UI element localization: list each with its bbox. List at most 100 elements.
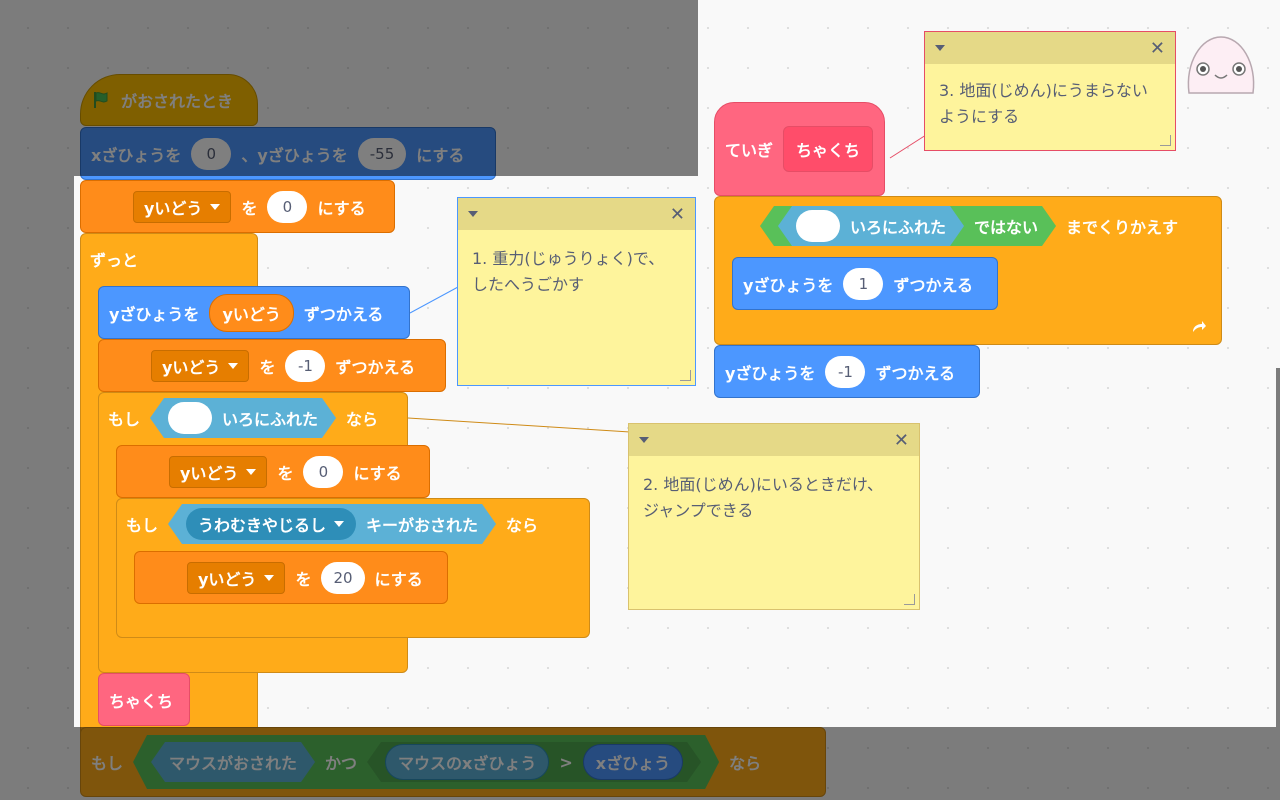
not-operator[interactable]: いろにふれた ではない: [760, 206, 1056, 246]
goto-x-label: xざひょうを: [91, 145, 182, 165]
note-header[interactable]: ✕: [925, 32, 1175, 64]
go-to-xy-block[interactable]: xざひょうを 0 、yざひょうを -55 にする: [80, 127, 496, 180]
collapse-arrow-icon[interactable]: [468, 211, 478, 217]
variable-dropdown[interactable]: yいどう: [187, 561, 286, 594]
if2-header: もし うわむきやじるし キーがおされた なら: [116, 498, 548, 550]
set-value-input[interactable]: 20: [321, 561, 365, 594]
dropdown-arrow-icon: [334, 521, 344, 527]
set-value-input[interactable]: 0: [303, 455, 344, 488]
and-label: かつ: [325, 754, 358, 773]
mouse-down-label: マウスがおされた: [169, 754, 298, 773]
when-flag-clicked-hat[interactable]: がおされたとき: [80, 74, 258, 126]
hat-label: がおされたとき: [121, 92, 234, 111]
y-value-input[interactable]: -55: [357, 137, 407, 170]
set-suffix: にする: [353, 463, 402, 483]
touching-color-condition[interactable]: いろにふれた: [778, 206, 964, 246]
touching-label: いろにふれた: [222, 410, 319, 429]
loop-arrow-icon: [1193, 321, 1206, 332]
variable-dropdown[interactable]: yいどう: [151, 349, 250, 382]
note-text[interactable]: 3. 地面(じめん)にうまらない ようにする: [939, 81, 1148, 126]
gt-label: >: [559, 752, 573, 772]
touching-color-condition[interactable]: いろにふれた: [150, 398, 336, 438]
note-header[interactable]: ✕: [458, 198, 695, 230]
then-label: なら: [346, 410, 379, 429]
key-pressed-label: キーがおされた: [366, 516, 479, 535]
if-mouse-block[interactable]: もし マウスがおされた かつ マウスのxざひょう > xざひょう なら: [80, 727, 826, 797]
change-y-input[interactable]: -1: [825, 355, 866, 388]
collapse-arrow-icon[interactable]: [935, 45, 945, 51]
sprite-avatar[interactable]: [1183, 33, 1259, 99]
green-flag-icon: [94, 92, 108, 108]
to-label: を: [277, 463, 294, 483]
key-dropdown[interactable]: うわむきやじるし: [186, 508, 356, 540]
change-y-block[interactable]: yざひょうを 1 ずつかえる: [732, 257, 998, 310]
y-velocity-reporter[interactable]: yいどう: [209, 293, 294, 332]
change-y-suffix: ずつかえる: [875, 363, 955, 383]
greater-than-operator[interactable]: マウスのxざひょう > xざひょう: [367, 742, 701, 782]
resize-handle-icon[interactable]: [1160, 135, 1171, 146]
if-label: もし: [91, 754, 124, 773]
change-suffix: ずつかえる: [335, 357, 415, 377]
forever-label: ずっと: [90, 251, 139, 270]
color-swatch[interactable]: [168, 402, 212, 434]
variable-dropdown[interactable]: yいどう: [169, 455, 268, 488]
change-y-label: yざひょうを: [725, 363, 816, 383]
custom-block-call[interactable]: ちゃくち: [98, 673, 190, 726]
set-suffix: にする: [317, 198, 366, 218]
variable-name: yいどう: [198, 569, 257, 589]
x-position-reporter[interactable]: xざひょう: [583, 744, 683, 780]
not-label: ではない: [974, 218, 1039, 237]
change-y-suffix: ずつかえる: [893, 275, 973, 295]
resize-handle-icon[interactable]: [904, 594, 915, 605]
change-value-input[interactable]: -1: [285, 349, 326, 382]
set-value-input[interactable]: 0: [267, 190, 308, 223]
variable-name: yいどう: [144, 198, 203, 218]
goto-suffix: にする: [416, 145, 465, 165]
dropdown-arrow-icon: [210, 203, 221, 210]
change-y-input[interactable]: 1: [843, 267, 884, 300]
touching-label: いろにふれた: [850, 218, 947, 237]
if1-header: もし いろにふれた なら: [98, 392, 388, 444]
set-variable-block[interactable]: yいどう を 0 にする: [116, 445, 430, 498]
note-text[interactable]: 1. 重力(じゅうりょく)で、 したへうごかす: [472, 249, 665, 294]
if-label: もし: [126, 516, 159, 535]
mouse-x-reporter[interactable]: マウスのxざひょう: [385, 744, 549, 780]
close-icon[interactable]: ✕: [1149, 37, 1165, 59]
to-label: を: [241, 198, 258, 218]
comment-note-3[interactable]: ✕ 3. 地面(じめん)にうまらない ようにする: [924, 31, 1176, 151]
collapse-arrow-icon[interactable]: [639, 437, 649, 443]
variable-dropdown[interactable]: yいどう: [133, 190, 232, 223]
close-icon[interactable]: ✕: [893, 429, 909, 451]
mouse-down-condition[interactable]: マウスがおされた: [151, 742, 315, 782]
comment-note-1[interactable]: ✕ 1. 重力(じゅうりょく)で、 したへうごかす: [457, 197, 696, 386]
define-block-hat[interactable]: ていぎ ちゃくち: [714, 102, 885, 196]
dropdown-arrow-icon: [264, 574, 275, 581]
dropdown-arrow-icon: [246, 468, 257, 475]
key-pressed-condition[interactable]: うわむきやじるし キーがおされた: [168, 504, 496, 544]
define-name: ちゃくち: [783, 126, 874, 172]
repeat-header: いろにふれた ではない までくりかえす: [750, 196, 1188, 256]
color-swatch[interactable]: [796, 210, 840, 242]
change-y-block[interactable]: yざひょうを yいどう ずつかえる: [98, 286, 410, 339]
define-label: ていぎ: [725, 141, 774, 160]
to-label: を: [295, 569, 312, 589]
variable-name: yいどう: [162, 357, 221, 377]
note-header[interactable]: ✕: [629, 424, 919, 456]
if-label: もし: [108, 410, 141, 429]
change-y-label: yざひょうを: [743, 275, 834, 295]
change-variable-block[interactable]: yいどう を -1 ずつかえる: [98, 339, 446, 392]
close-icon[interactable]: ✕: [669, 203, 685, 225]
change-y-block[interactable]: yざひょうを -1 ずつかえる: [714, 345, 980, 398]
resize-handle-icon[interactable]: [680, 370, 691, 381]
variable-name: yいどう: [180, 463, 239, 483]
x-value-input[interactable]: 0: [191, 137, 232, 170]
note-text[interactable]: 2. 地面(じめん)にいるときだけ、 ジャンプできる: [643, 475, 884, 520]
and-operator[interactable]: マウスがおされた かつ マウスのxざひょう > xざひょう: [133, 735, 719, 789]
custom-block-label: ちゃくち: [109, 691, 174, 711]
change-y-label: yざひょうを: [109, 304, 200, 324]
set-variable-block[interactable]: yいどう を 0 にする: [80, 180, 395, 233]
comment-note-2[interactable]: ✕ 2. 地面(じめん)にいるときだけ、 ジャンプできる: [628, 423, 920, 610]
set-variable-block[interactable]: yいどう を 20 にする: [134, 551, 448, 604]
